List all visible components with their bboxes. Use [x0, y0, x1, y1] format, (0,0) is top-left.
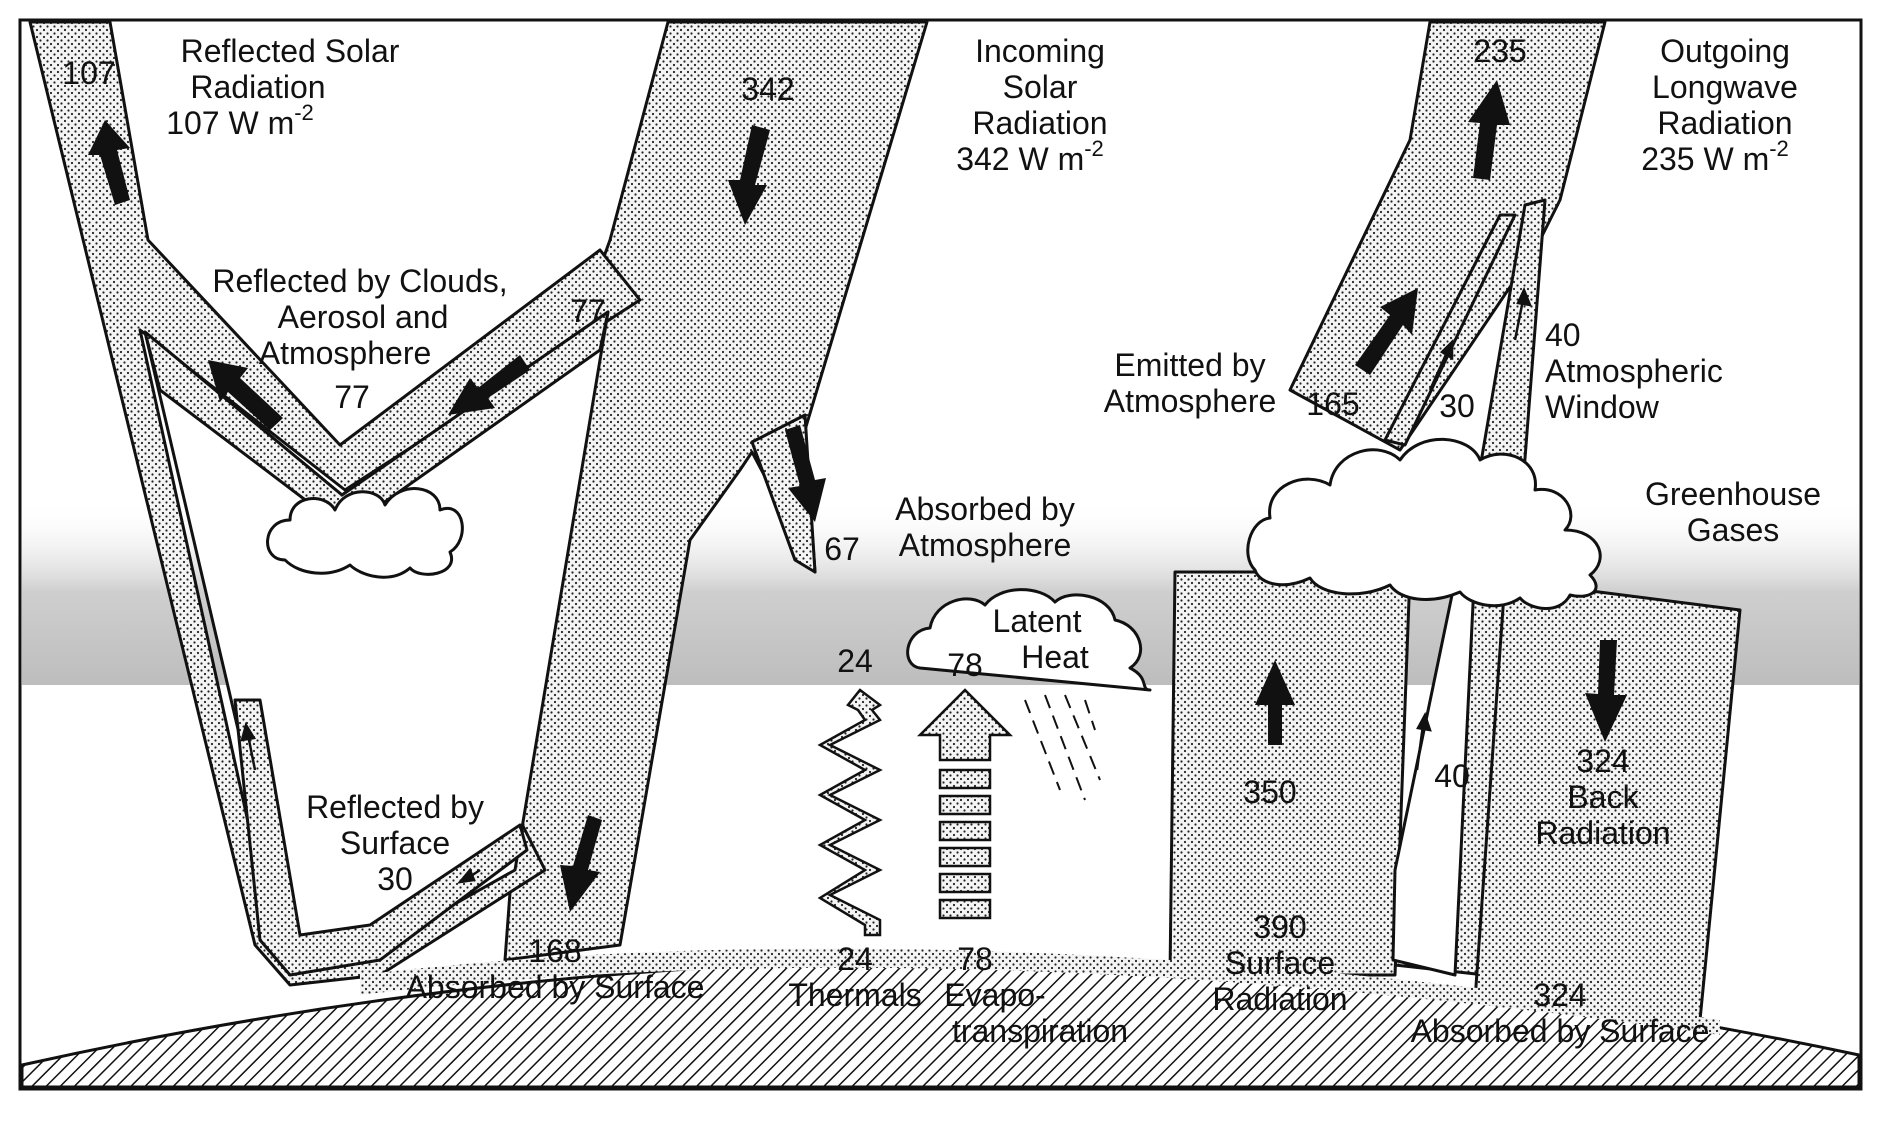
absorbed-atmos-2: Atmosphere — [899, 527, 1072, 563]
outgoing-title-2: Longwave — [1652, 69, 1798, 105]
latent-top: 78 — [947, 647, 983, 683]
reflected-solar-band — [28, 20, 642, 987]
reflected-clouds-2: Aerosol and — [278, 299, 449, 335]
surface-rad-num: 390 — [1253, 909, 1306, 945]
latent-heat-1: Latent — [993, 603, 1082, 639]
outgoing-title-1: Outgoing — [1660, 33, 1790, 69]
evapo-label-1: Evapo- — [944, 977, 1045, 1013]
emitted-atmos-num: 165 — [1306, 386, 1359, 422]
arrow-outgoing-up — [1468, 80, 1510, 180]
cloud-latent — [906, 588, 1152, 692]
back-rad-num: 324 — [1576, 743, 1629, 779]
thermals-top: 24 — [837, 643, 873, 679]
surface-up-num: 350 — [1243, 774, 1296, 810]
arrow-window-thin — [240, 286, 1532, 884]
emitted-atmos-2: Atmosphere — [1104, 383, 1277, 419]
arrow-back-radiation — [1585, 640, 1627, 742]
arrow-emitted-atmosphere — [1355, 288, 1418, 375]
evapotranspiration-arrow — [916, 688, 1014, 920]
outgoing-title-3: Radiation — [1657, 105, 1792, 141]
arrow-incoming-down — [728, 125, 770, 225]
outgoing-longwave-band — [1288, 20, 1607, 452]
reflected-clouds-3: Atmosphere — [259, 335, 432, 371]
reflected-solar-title-2: Radiation — [190, 69, 325, 105]
absorbed-surface-label: Absorbed by Surface — [406, 969, 705, 1005]
emitted-clouds-strip — [1383, 213, 1517, 447]
evapo-num: 78 — [957, 941, 993, 977]
reflected-clouds-num: 77 — [334, 379, 370, 415]
reflected-solar-num: 107 — [62, 55, 115, 91]
incoming-num: 342 — [741, 71, 794, 107]
greenhouse-2: Gases — [1687, 512, 1779, 548]
reflected-surface-2: Surface — [340, 825, 450, 861]
surface-reflect-strip — [233, 698, 529, 977]
thermals-num: 24 — [837, 941, 873, 977]
surface-rad-label-1: Surface — [1225, 945, 1335, 981]
rain-streaks — [1024, 694, 1101, 801]
cloud-right — [1246, 437, 1602, 610]
evapo-label-2: transpiration — [952, 1013, 1128, 1049]
emitted-atmos-1: Emitted by — [1114, 347, 1265, 383]
absorbed-surface2-num: 324 — [1533, 977, 1586, 1013]
surface-rad-label-2: Radiation — [1212, 981, 1347, 1017]
latent-heat-2: Heat — [1021, 639, 1089, 675]
clouds-reflect-strip — [143, 310, 610, 532]
arrow-surface-up — [1255, 660, 1295, 745]
thermals-zigzag — [817, 688, 883, 937]
incoming-value: 342 W m-2 — [956, 136, 1104, 177]
greenhouse-1: Greenhouse — [1645, 476, 1821, 512]
arrow-to-clouds — [448, 355, 530, 415]
absorbed-atmos-num: 67 — [824, 531, 860, 567]
arrow-absorbed-surface — [560, 815, 602, 912]
reflected-clouds-num2: 77 — [570, 293, 606, 329]
arrow-reflected-up — [88, 120, 130, 205]
incoming-title-2: Solar — [1003, 69, 1078, 105]
window-num: 40 — [1545, 317, 1581, 353]
back-rad-label-2: Radiation — [1535, 815, 1670, 851]
arrow-absorbed-atmosphere — [785, 425, 826, 522]
window-label-2: Window — [1545, 389, 1660, 425]
reflected-surface-1: Reflected by — [306, 789, 484, 825]
thermals-label: Thermals — [788, 977, 921, 1013]
window-label-1: Atmospheric — [1545, 353, 1723, 389]
cloud-left — [266, 487, 464, 579]
absorbed-atmos-1: Absorbed by — [895, 491, 1075, 527]
outgoing-num: 235 — [1473, 33, 1526, 69]
reflected-surface-num: 30 — [377, 861, 413, 897]
window-surface-num: 40 — [1434, 758, 1470, 794]
reflected-solar-title-1: Reflected Solar — [181, 33, 400, 69]
reflected-solar-value: 107 W m-2 — [166, 100, 314, 141]
arrow-clouds-reflect — [208, 360, 283, 430]
reflected-clouds-1: Reflected by Clouds, — [212, 263, 507, 299]
absorbed-surface2-label: Absorbed by Surface — [1411, 1013, 1710, 1049]
absorbed-surface-num: 168 — [528, 933, 581, 969]
back-rad-label-1: Back — [1567, 779, 1639, 815]
outgoing-value: 235 W m-2 — [1641, 136, 1789, 177]
incoming-title-3: Radiation — [972, 105, 1107, 141]
ground-surface-strip — [360, 948, 1720, 1035]
incoming-title-1: Incoming — [975, 33, 1105, 69]
emitted-clouds-num: 30 — [1439, 388, 1475, 424]
